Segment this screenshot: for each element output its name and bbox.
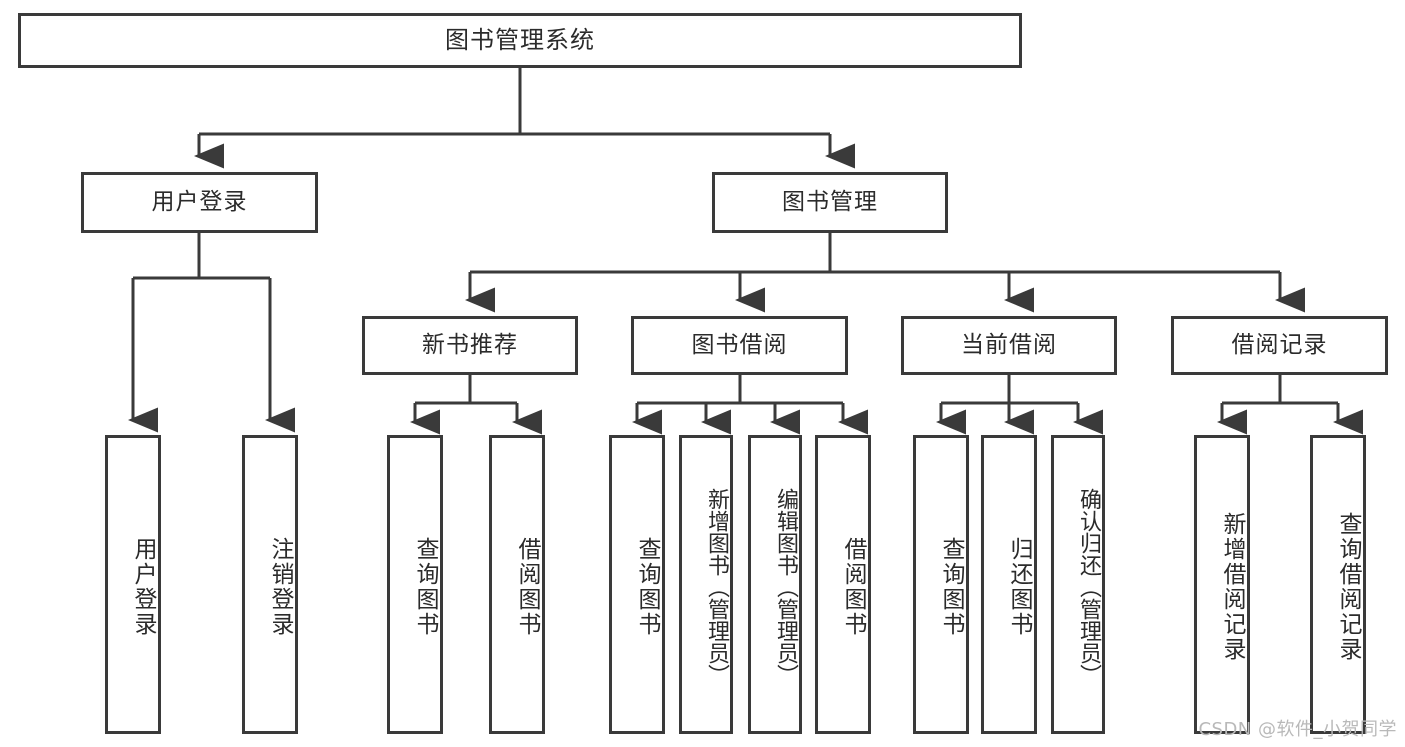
leaf-user-login[interactable]: 用户登录 <box>105 435 161 734</box>
node-user-login[interactable]: 用户登录 <box>81 172 318 233</box>
leaf-user-logout[interactable]: 注销登录 <box>242 435 298 734</box>
leaf-query-book-3[interactable]: 查询图书 <box>913 435 969 734</box>
leaf-add-record[interactable]: 新增借阅记录 <box>1194 435 1250 734</box>
node-book-borrow[interactable]: 图书借阅 <box>631 316 848 375</box>
leaf-confirm-return[interactable]: 确认归还（管理员） <box>1051 435 1105 734</box>
leaf-return-book[interactable]: 归还图书 <box>981 435 1037 734</box>
watermark-text: CSDN @软件_小贺同学 <box>1198 719 1397 740</box>
node-root[interactable]: 图书管理系统 <box>18 13 1022 68</box>
leaf-query-book-2[interactable]: 查询图书 <box>609 435 665 734</box>
node-current-borrow[interactable]: 当前借阅 <box>901 316 1117 375</box>
node-new-book-recommend[interactable]: 新书推荐 <box>362 316 578 375</box>
leaf-edit-book[interactable]: 编辑图书（管理员） <box>748 435 802 734</box>
node-book-management[interactable]: 图书管理 <box>712 172 948 233</box>
leaf-query-book-1[interactable]: 查询图书 <box>387 435 443 734</box>
leaf-query-record[interactable]: 查询借阅记录 <box>1310 435 1366 734</box>
node-borrow-record[interactable]: 借阅记录 <box>1171 316 1388 375</box>
leaf-borrow-book-1[interactable]: 借阅图书 <box>489 435 545 734</box>
leaf-borrow-book-2[interactable]: 借阅图书 <box>815 435 871 734</box>
leaf-add-book[interactable]: 新增图书（管理员） <box>679 435 733 734</box>
